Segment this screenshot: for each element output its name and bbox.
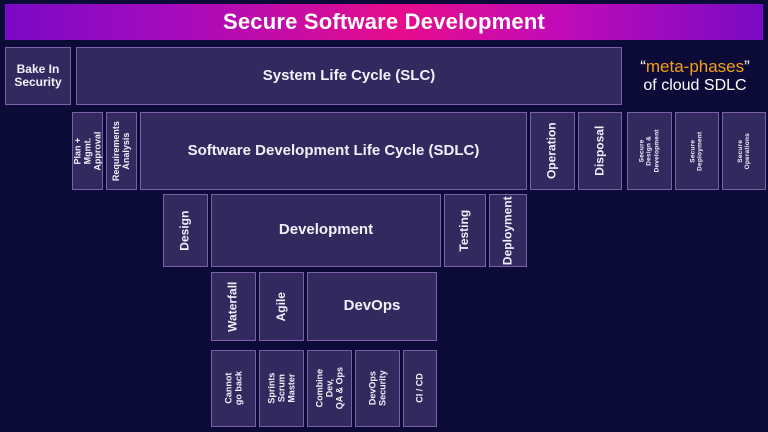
stage-deployment: Deployment xyxy=(489,194,527,267)
stage-design: Design xyxy=(163,194,208,267)
meta-phases-subline: of cloud SDLC xyxy=(643,76,747,94)
sdlc-label: Software Development Life Cycle (SDLC) xyxy=(187,141,480,159)
sdlc-box: Software Development Life Cycle (SDLC) xyxy=(140,112,527,190)
stage-development: Development xyxy=(211,194,441,267)
meta-phase-secure-operations-label: Secure Operations xyxy=(736,132,751,170)
attribute-cannot-go-back: Cannot go back xyxy=(211,350,256,427)
stage-testing-label: Testing xyxy=(457,209,472,252)
open-quote: “ xyxy=(640,56,646,76)
phase-operation-label: Operation xyxy=(544,122,559,180)
meta-phase-secure-operations: Secure Operations xyxy=(722,112,766,190)
attribute-ci-cd-label: CI / CD xyxy=(414,373,425,404)
attribute-combine-dev-qa-ops: Combine Dev, QA & Ops xyxy=(307,350,352,427)
system-life-cycle-box: System Life Cycle (SLC) xyxy=(76,47,622,105)
methodology-devops-label: DevOps xyxy=(343,297,401,315)
methodology-agile: Agile xyxy=(259,272,304,341)
phase-disposal: Disposal xyxy=(578,112,622,190)
methodology-waterfall: Waterfall xyxy=(211,272,256,341)
meta-phase-secure-deployment-label: Secure Deployment xyxy=(689,131,704,171)
bake-in-security-label: Bake In Security xyxy=(14,61,62,89)
bake-in-security-box: Bake In Security xyxy=(5,47,71,105)
meta-phases-caption: “meta-phases” of cloud SDLC xyxy=(624,47,766,105)
attribute-sprints-scrum-master-label: Sprints Scrum Master xyxy=(266,372,297,405)
attribute-devops-security-label: DevOps Security xyxy=(367,370,388,407)
attribute-combine-dev-qa-ops-label: Combine Dev, QA & Ops xyxy=(314,367,345,410)
slide-title-bar: Secure Software Development xyxy=(5,4,763,40)
stage-testing: Testing xyxy=(444,194,486,267)
meta-phase-secure-design-development-label: Secure Design & Development xyxy=(638,129,661,173)
methodology-agile-label: Agile xyxy=(273,291,288,322)
system-life-cycle-label: System Life Cycle (SLC) xyxy=(262,66,436,84)
page-title: Secure Software Development xyxy=(222,9,546,34)
attribute-cannot-go-back-label: Cannot go back xyxy=(223,371,244,406)
close-quote: ” xyxy=(744,56,750,76)
stage-deployment-label: Deployment xyxy=(500,196,515,265)
stage-development-label: Development xyxy=(278,221,374,239)
meta-phase-secure-deployment: Secure Deployment xyxy=(675,112,719,190)
phase-plan-mgmt-approval-label: Plan + Mgmt. Approval xyxy=(72,131,103,171)
phase-operation: Operation xyxy=(530,112,575,190)
attribute-ci-cd: CI / CD xyxy=(403,350,437,427)
attribute-devops-security: DevOps Security xyxy=(355,350,400,427)
attribute-sprints-scrum-master: Sprints Scrum Master xyxy=(259,350,304,427)
methodology-waterfall-label: Waterfall xyxy=(225,281,240,332)
phase-plan-mgmt-approval: Plan + Mgmt. Approval xyxy=(72,112,103,190)
stage-design-label: Design xyxy=(177,210,192,251)
phase-disposal-label: Disposal xyxy=(592,125,607,177)
meta-phases-highlight: meta-phases xyxy=(645,56,745,76)
meta-phase-secure-design-development: Secure Design & Development xyxy=(627,112,672,190)
phase-requirements-analysis-label: Requirements Analysis xyxy=(111,120,132,182)
methodology-devops: DevOps xyxy=(307,272,437,341)
phase-requirements-analysis: Requirements Analysis xyxy=(106,112,137,190)
meta-phases-headline: “meta-phases” xyxy=(640,57,750,77)
